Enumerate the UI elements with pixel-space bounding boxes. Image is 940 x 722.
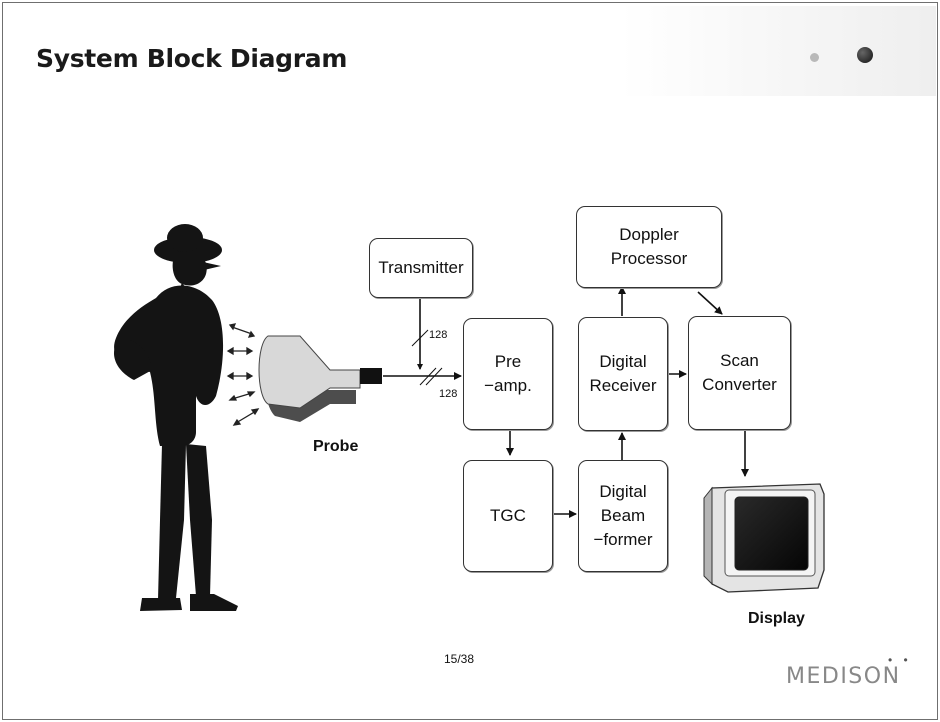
brand-logo-dots: • • bbox=[888, 653, 912, 667]
doppler-processor-block: Doppler Processor bbox=[576, 206, 722, 288]
digital-beamformer-block: Digital Beam −former bbox=[578, 460, 668, 572]
digital-receiver-block: Digital Receiver bbox=[578, 317, 668, 431]
decorative-dot-light bbox=[810, 53, 819, 62]
ultrasound-waves bbox=[226, 323, 260, 426]
signal-connections bbox=[383, 286, 749, 518]
page-number: 15/38 bbox=[444, 652, 475, 666]
tgc-block: TGC bbox=[463, 460, 553, 572]
doppler-to-scan-arrow bbox=[697, 291, 723, 315]
slide-title: System Block Diagram bbox=[36, 44, 348, 73]
display-label: Display bbox=[748, 610, 805, 627]
decorative-dot-dark bbox=[857, 47, 873, 63]
person-silhouette bbox=[113, 224, 238, 611]
brand-logo: MEDISON bbox=[786, 664, 901, 689]
scan-converter-block: Scan Converter bbox=[688, 316, 791, 430]
receive-bus-width-label: 128 bbox=[439, 388, 458, 400]
preamp-block: Pre −amp. bbox=[463, 318, 553, 430]
transmit-bus-width-label: 128 bbox=[429, 329, 448, 341]
display-monitor bbox=[703, 483, 825, 593]
probe-label: Probe bbox=[313, 438, 359, 455]
header-decoration bbox=[620, 6, 936, 96]
transmitter-block: Transmitter bbox=[369, 238, 473, 298]
probe-transducer bbox=[258, 335, 382, 422]
